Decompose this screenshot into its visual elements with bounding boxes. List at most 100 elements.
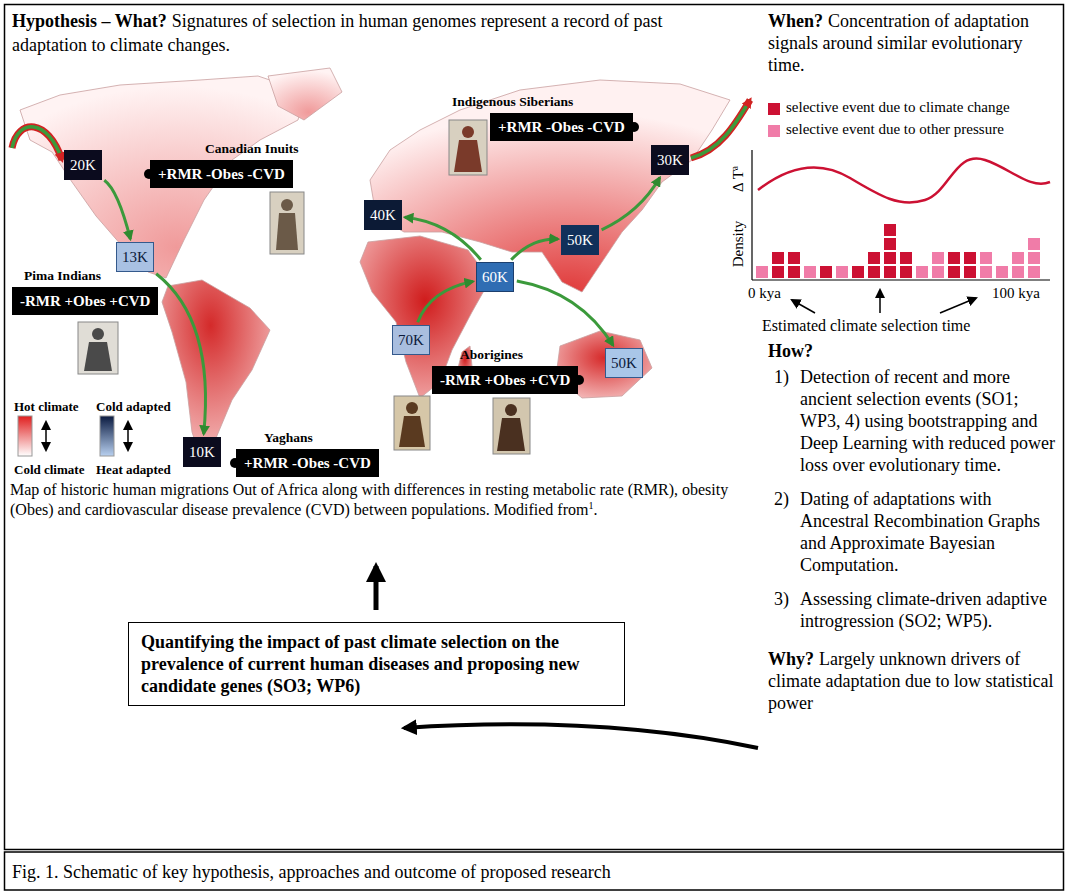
migration-arrow (511, 239, 558, 260)
axis-label: Δ Tª (729, 159, 747, 199)
greenland (268, 68, 342, 120)
south-america (162, 280, 270, 462)
item-number: 2) (768, 488, 800, 576)
migration-arrow (418, 281, 473, 322)
population-box: Canadian Inuits+RMR -Obes -CVD (150, 160, 293, 188)
how-heading: How? (768, 341, 813, 361)
legend-entry: Heat adapted (96, 461, 171, 478)
population-name: Aborigines (460, 347, 523, 363)
population-name: Indigenous Siberians (452, 94, 573, 110)
legend-text: Hot climate (14, 399, 79, 414)
tick-label: 0 kya (748, 284, 781, 302)
time-label: 50K (611, 354, 637, 372)
outcome-box: Quantifying the impact of past climate s… (128, 622, 625, 706)
legend-text: Cold adapted (96, 399, 171, 414)
time-label: 10K (189, 443, 215, 461)
map-caption-text: Map of historic human migrations Out of … (10, 481, 728, 518)
legend-text: selective event due to other pressure (786, 121, 1004, 137)
axis-title: Estimated climate selection time (762, 316, 970, 335)
item-text: Dating of adaptations with Ancestral Rec… (800, 488, 1060, 576)
time-label: 30K (657, 151, 683, 169)
population-name: Canadian Inuits (205, 141, 298, 157)
chart-axis (751, 150, 752, 280)
time-box: 50K (561, 225, 599, 255)
wrap-arrow-outline (12, 127, 62, 160)
phenotype-label: +RMR -Obes -CVD (158, 166, 285, 182)
outcome-text: Quantifying the impact of past climate s… (141, 631, 612, 697)
adaptation-scale (100, 416, 114, 456)
legend-entry: Cold climate (14, 461, 84, 478)
legend-entry: Hot climate (14, 398, 79, 415)
pointer-arrow (792, 300, 815, 313)
population-name: Pima Indians (24, 268, 101, 284)
phenotype-label: +RMR -Obes -CVD (244, 455, 371, 471)
migration-arrow (602, 178, 660, 230)
wrap-arrow-outline (691, 100, 750, 158)
how-heading-row: How? (768, 340, 1060, 362)
world-map (20, 68, 730, 462)
map-caption: Map of historic human migrations Out of … (10, 480, 750, 520)
legend-swatch (768, 125, 780, 137)
temperature-curve (758, 158, 1050, 202)
scale-arrow (127, 422, 129, 450)
phenotype-label: -RMR +Obes +CVD (20, 293, 150, 309)
population-box: Indigenous Siberians+RMR -Obes -CVD (490, 113, 633, 141)
figure-caption: Fig. 1. Schematic of key hypothesis, app… (12, 862, 611, 882)
outcome-arrow (374, 566, 379, 610)
wrap-arrow (12, 127, 62, 160)
axis-label: Density (729, 209, 747, 279)
legend-swatch (768, 103, 780, 115)
time-box: 60K (476, 262, 514, 292)
phenotype-label: +RMR -Obes -CVD (498, 119, 625, 135)
tick-label: 100 kya (992, 285, 1040, 301)
time-box: 13K (116, 242, 154, 272)
legend-entry: selective event due to other pressure (786, 121, 1004, 138)
time-label: 40K (370, 206, 396, 224)
time-box: 30K (651, 145, 689, 175)
item-number: 1) (768, 366, 800, 476)
wrap-arrow (691, 100, 750, 158)
chart-axis (752, 279, 1050, 280)
item-text: Assessing climate-driven adaptive introg… (800, 588, 1060, 632)
hypothesis-heading: Hypothesis – What? (12, 11, 167, 31)
time-box: 20K (64, 150, 102, 180)
scale-arrow (45, 422, 47, 450)
migration-arrow (405, 217, 481, 259)
time-label: 60K (482, 268, 508, 286)
approach-item: 1)Detection of recent and more ancient s… (768, 366, 1060, 476)
time-label: 13K (122, 248, 148, 266)
population-box: Yaghans+RMR -Obes -CVD (236, 449, 379, 477)
caption-frame (5, 852, 1064, 890)
location-dot (144, 169, 154, 179)
time-box: 40K (364, 200, 402, 230)
legend-entry: selective event due to climate change (786, 99, 1010, 116)
population-box: Pima Indians-RMR +Obes +CVD (12, 287, 158, 315)
time-box: 70K (392, 325, 430, 355)
item-number: 3) (768, 588, 800, 632)
hypothesis-text: Hypothesis – What?Signatures of selectio… (12, 9, 702, 57)
location-dot (629, 122, 639, 132)
population-name: Yaghans (264, 430, 313, 446)
time-label: 20K (70, 156, 96, 174)
legend-entry: Cold adapted (96, 398, 171, 415)
why-arrow (404, 724, 758, 748)
legend-text: selective event due to climate change (786, 99, 1010, 115)
pima-portrait (78, 322, 118, 374)
population-box: Aborigines-RMR +Obes +CVD (432, 366, 578, 394)
time-label: 70K (398, 331, 424, 349)
why-text: Why?Largely unknown drivers of climate a… (768, 648, 1060, 714)
why-heading: Why? (768, 649, 814, 669)
tick-label: 0 kya (748, 285, 781, 301)
approach-item: 3)Assessing climate-driven adaptive intr… (768, 588, 1060, 632)
figure-caption: Fig. 1. Schematic of key hypothesis, app… (12, 861, 1052, 883)
axis-label: Δ Tª (730, 166, 746, 192)
migration-arrow (517, 281, 613, 346)
siberian-portrait (449, 120, 487, 175)
when-text: When?Concentration of adaptation signals… (768, 10, 1060, 76)
north-america (20, 76, 305, 278)
time-box: 50K (605, 348, 643, 378)
pointer-arrow (879, 290, 881, 313)
figure-frame (5, 5, 1064, 850)
inuit-figurine (270, 192, 304, 254)
reference-number: 1 (588, 500, 593, 511)
